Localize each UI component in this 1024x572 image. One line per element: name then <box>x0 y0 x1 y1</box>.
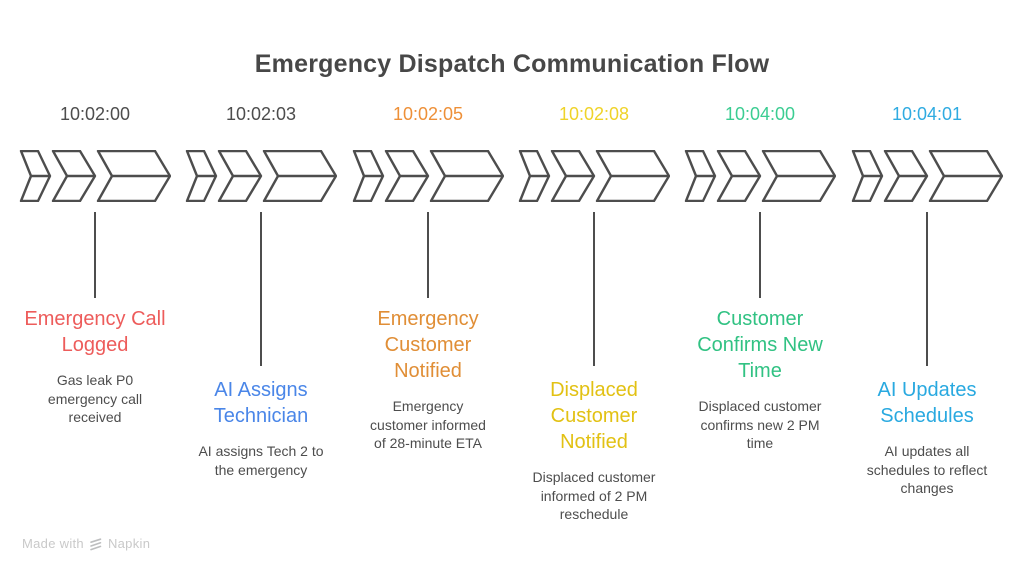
napkin-logo-icon <box>90 537 102 550</box>
step-heading: Displaced Customer Notified <box>550 379 638 453</box>
step-heading: AI Updates Schedules <box>877 379 977 427</box>
step-description: Emergency customer informed of 28-minute… <box>370 398 486 451</box>
credit-brand: Napkin <box>107 536 151 551</box>
step-column-5: 10:04:00 Customer Confirms New Time Disp… <box>680 0 840 572</box>
chevron-arrows-icon <box>851 150 1003 202</box>
napkin-credit: Made with Napkin <box>22 536 150 551</box>
connector-line <box>593 212 595 366</box>
step-column-2: 10:02:03 AI Assigns Technician AI assign… <box>181 0 341 572</box>
step-heading: Customer Confirms New Time <box>697 308 823 382</box>
connector-line <box>926 212 928 366</box>
timestamp: 10:02:03 <box>225 104 297 124</box>
timestamp: 10:02:05 <box>392 104 464 124</box>
connector-line <box>759 212 761 298</box>
step-column-6: 10:04:01 AI Updates Schedules AI updates… <box>847 0 1007 572</box>
step-heading: Emergency Customer Notified <box>377 308 479 382</box>
timestamp: 10:04:00 <box>724 104 796 124</box>
step-heading: AI Assigns Technician <box>213 379 309 427</box>
step-column-3: 10:02:05 Emergency Customer Notified Eme… <box>348 0 508 572</box>
step-description: Gas leak P0 emergency call received <box>47 372 143 425</box>
timestamp: 10:04:01 <box>891 104 963 124</box>
chevron-arrows-icon <box>352 150 504 202</box>
step-column-1: 10:02:00 Emergency Call Logged Gas leak … <box>15 0 175 572</box>
connector-line <box>94 212 96 298</box>
chevron-arrows-icon <box>185 150 337 202</box>
credit-prefix: Made with <box>22 536 84 551</box>
chevron-arrows-icon <box>518 150 670 202</box>
chevron-arrows-icon <box>19 150 171 202</box>
connector-line <box>427 212 429 298</box>
chevron-arrows-icon <box>684 150 836 202</box>
timestamp: 10:02:00 <box>59 104 131 124</box>
timestamp: 10:02:08 <box>558 104 630 124</box>
step-description: Displaced customer informed of 2 PM resc… <box>532 469 656 522</box>
step-description: Displaced customer confirms new 2 PM tim… <box>698 398 822 451</box>
connector-line <box>260 212 262 366</box>
step-column-4: 10:02:08 Displaced Customer Notified Dis… <box>514 0 674 572</box>
step-description: AI updates all schedules to reflect chan… <box>866 443 988 496</box>
diagram-title: Emergency Dispatch Communication Flow <box>254 50 770 78</box>
step-description: AI assigns Tech 2 to the emergency <box>198 443 324 478</box>
step-heading: Emergency Call Logged <box>24 308 166 356</box>
